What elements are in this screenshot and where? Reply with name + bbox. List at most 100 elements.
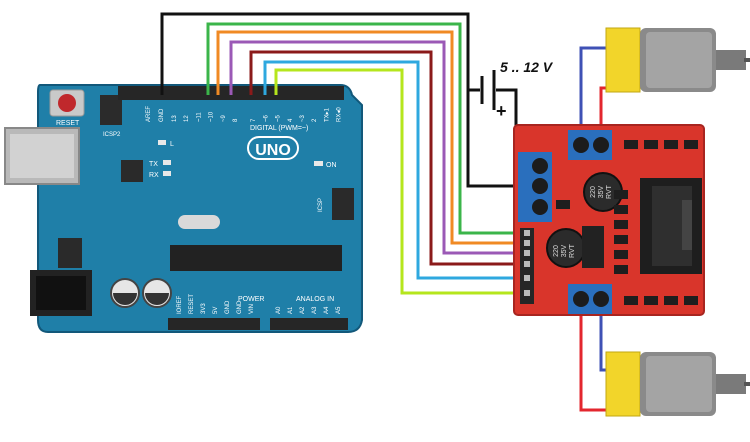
diode <box>614 235 628 244</box>
pin-label-digital: ~9 <box>221 114 227 122</box>
pin-label-analog: A4 <box>324 306 330 314</box>
pin-label-gnd: GND <box>159 108 165 122</box>
uno-logo: UNO <box>255 142 291 159</box>
motor-2 <box>605 351 750 417</box>
led-l <box>158 140 166 145</box>
pin-label-power: VIN <box>249 304 255 314</box>
led-on-label: ON <box>326 162 337 169</box>
diode <box>614 190 628 199</box>
pin-label-power: GND <box>225 300 231 314</box>
pin-label-digital: RX◂0 <box>337 107 343 122</box>
reset-label: RESET <box>56 120 80 127</box>
l298n-driver-board: 22035VRVT 22035VRVT <box>513 124 705 316</box>
pin-label-digital: ~5 <box>276 114 282 122</box>
diode <box>644 296 658 305</box>
led-on <box>314 161 323 166</box>
supply-voltage-label: 5 .. 12 V <box>500 59 554 75</box>
pin-label-power: GND <box>237 300 243 314</box>
pin-label-digital: TX▸1 <box>324 107 330 122</box>
pin-label-digital: 12 <box>184 115 190 122</box>
diode <box>664 140 678 149</box>
driver-capacitor-1-label: 22035VRVT <box>590 184 613 199</box>
diode <box>644 140 658 149</box>
wire-green <box>206 22 532 235</box>
pin-label-digital: 13 <box>172 115 178 122</box>
header-pin <box>524 230 530 236</box>
battery-symbol <box>468 70 516 110</box>
diode <box>684 296 698 305</box>
header-pin <box>524 261 530 267</box>
analog-label: ANALOG IN <box>296 296 334 303</box>
diode <box>614 250 628 259</box>
pin-label-power: RESET <box>189 294 195 314</box>
power-label: POWER <box>238 296 264 303</box>
battery-plus-label: + <box>496 101 507 121</box>
diode <box>684 140 698 149</box>
header-pin <box>524 240 530 246</box>
diode <box>556 200 570 209</box>
pin-label-digital: ~10 <box>209 111 215 122</box>
diode <box>664 296 678 305</box>
pin-label-digital: ~6 <box>263 114 269 122</box>
wire-gnd <box>160 12 540 188</box>
uno-logo-frame <box>247 136 299 160</box>
diode <box>624 140 638 149</box>
led-rx-label: RX <box>149 172 159 179</box>
pin-label-power: IOREF <box>177 295 183 314</box>
analog-pin-labels: A0 A1 A2 A3 A4 A5 <box>276 306 342 314</box>
regulator-chip <box>582 226 604 268</box>
reset-button <box>49 89 85 117</box>
wire-darkred <box>249 50 532 266</box>
wire-blue <box>263 60 532 280</box>
motor-1 <box>605 27 750 93</box>
voltage-regulator <box>58 238 82 268</box>
heatsink <box>640 178 702 274</box>
icsp-header <box>332 188 354 220</box>
power-header <box>168 318 260 330</box>
pin-label-aref: AREF <box>146 106 152 122</box>
icsp2-label: ICSP2 <box>103 132 121 138</box>
power-pin-labels: IOREF RESET 3V3 5V GND GND VIN <box>177 294 255 314</box>
wire-orange <box>216 30 532 245</box>
diode <box>614 220 628 229</box>
header-pin <box>524 250 530 256</box>
pin-label-analog: A2 <box>300 306 306 314</box>
header-pin <box>524 275 530 281</box>
pin-label-analog: A1 <box>288 306 294 314</box>
digital-label: DIGITAL (PWM=~) <box>250 125 308 132</box>
pin-label-analog: A3 <box>312 306 318 314</box>
diode <box>614 265 628 274</box>
driver-capacitor-2-label: 22035VRVT <box>553 243 576 258</box>
diode <box>614 205 628 214</box>
pin-label-analog: A0 <box>276 306 282 314</box>
wire-purple <box>229 40 532 255</box>
pin-label-digital: ~3 <box>300 114 306 122</box>
crystal <box>178 215 220 229</box>
led-tx-label: TX <box>149 161 158 168</box>
atmega-chip <box>170 245 342 271</box>
pin-label-power: 3V3 <box>201 303 207 314</box>
pin-label-digital: 2 <box>312 118 318 122</box>
pin-label-power: 5V <box>213 307 219 314</box>
pin-label-digital: ~11 <box>196 112 202 122</box>
analog-header <box>270 318 348 330</box>
wire-motor2-red <box>579 300 609 412</box>
usb-chip <box>121 160 143 182</box>
pin-label-digital: 4 <box>288 118 294 122</box>
led-rx <box>163 171 171 176</box>
icsp-label: ICSP <box>318 198 324 212</box>
wire-motor1-blue <box>579 46 609 140</box>
control-header-pins <box>524 230 530 296</box>
led-tx <box>163 160 171 165</box>
digital-pin-labels: AREF GND 13 12 ~11 ~10 ~9 8 7 ~6 ~5 4 ~3 2 TX▸1 RX◂0 <box>146 106 343 122</box>
diodes <box>556 140 698 305</box>
pin-label-digital: 7 <box>251 118 257 122</box>
led-l-label: L <box>170 141 174 148</box>
diode <box>624 296 638 305</box>
pin-label-analog: A5 <box>336 306 342 314</box>
pin-label-digital: 8 <box>233 118 239 122</box>
icsp2-header <box>100 95 122 125</box>
wire-lime <box>274 68 532 295</box>
